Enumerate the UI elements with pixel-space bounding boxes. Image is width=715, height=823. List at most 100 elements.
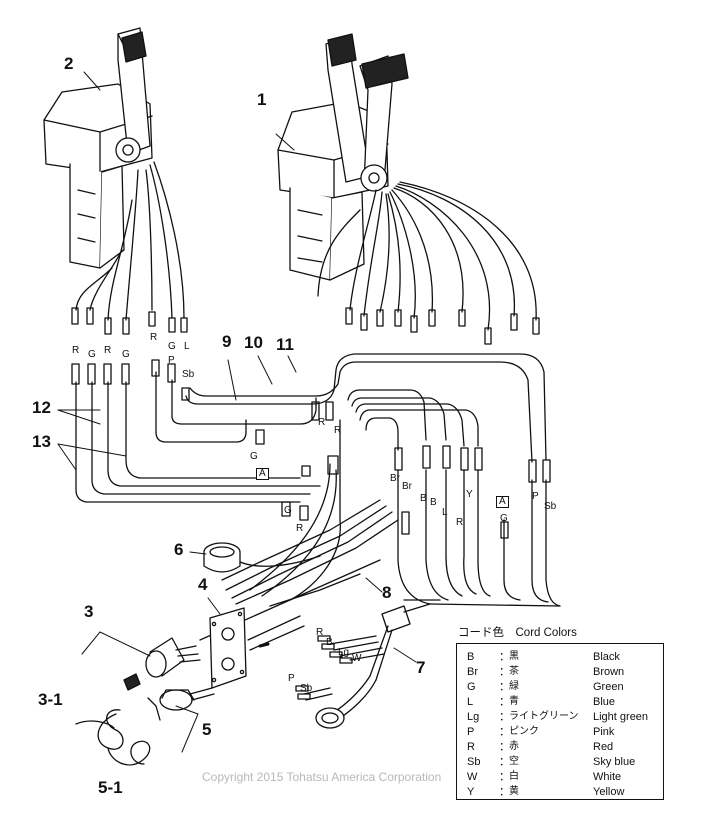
wire-label: B (430, 497, 437, 508)
wire-label: B (420, 493, 427, 504)
wire-label: Lg (338, 647, 350, 658)
legend-english: Red (593, 741, 614, 753)
legend-code: Y (467, 786, 475, 798)
remote-control-dual-lever (277, 33, 409, 281)
legend-code: Lg (467, 711, 480, 723)
legend-japanese: 黒 (509, 651, 519, 662)
callout-10: 10 (244, 333, 263, 352)
legend-english: Yellow (593, 786, 625, 798)
legend-colon: ： (499, 786, 510, 798)
legend-code: B (467, 651, 475, 663)
wire-label: R (296, 523, 304, 534)
legend-colon: ： (499, 741, 510, 753)
legend-row: R ： 赤 Red (457, 740, 663, 754)
wire-label: G (500, 513, 508, 524)
wire-label: Sb (544, 501, 557, 512)
legend-english: Brown (593, 666, 625, 678)
callout-9: 9 (222, 332, 232, 351)
wire-label: B (326, 637, 333, 648)
harness-bundle (75, 353, 547, 641)
leader-lines (57, 71, 417, 753)
legend-japanese: 黄 (509, 786, 519, 797)
legend-row: Sb ： 空 Sky blue (457, 755, 663, 769)
copyright-watermark: Copyright 2015 Tohatsu America Corporati… (202, 770, 442, 784)
callout-7: 7 (416, 658, 426, 677)
legend-colon: ： (499, 771, 510, 783)
connector-a-label: A (496, 496, 509, 508)
wire-label: R (104, 345, 112, 356)
legend-colon: ： (499, 756, 510, 768)
callout-1: 1 (257, 90, 267, 109)
legend-code: P (467, 726, 475, 738)
wire-label: G (250, 451, 258, 462)
legend-row: Lg ： ライトグリーン Light green (457, 710, 663, 724)
callout-6: 6 (174, 540, 184, 559)
wire-label: Br (402, 481, 412, 492)
legend-row: G ： 緑 Green (457, 680, 663, 694)
wire-label: R (72, 345, 80, 356)
callout-4: 4 (198, 575, 208, 594)
legend-japanese: 空 (509, 756, 519, 767)
legend-colon: ： (499, 681, 510, 693)
legend-colon: ： (499, 696, 510, 708)
cord-color-legend: B ： 黒 Black Br ： 茶 Brown G ： 緑 Green L ：… (456, 643, 664, 800)
legend-code: R (467, 741, 475, 753)
callout-5-1: 5-1 (98, 778, 123, 797)
switch-panel (209, 607, 305, 689)
callout-12: 12 (32, 398, 51, 417)
legend-english: Green (593, 681, 624, 693)
legend-japanese: 赤 (509, 741, 519, 752)
key-switch (123, 637, 201, 691)
legend-colon: ： (499, 711, 510, 723)
wire-label: R (334, 425, 342, 436)
wire-label: P (168, 355, 175, 366)
legend-row: Y ： 黄 Yellow (457, 785, 663, 799)
legend-japanese: 茶 (509, 666, 519, 677)
remote-2-leads (71, 161, 188, 335)
legend-japanese: 緑 (509, 681, 519, 692)
legend-code: W (467, 771, 478, 783)
wire-label: Sb (300, 683, 313, 694)
wire-label: Br (390, 473, 400, 484)
legend-english: Light green (593, 711, 649, 723)
connectors (71, 359, 339, 521)
legend-english: Pink (593, 726, 615, 738)
legend-japanese: ライトグリーン (509, 711, 579, 722)
callout-5: 5 (202, 720, 212, 739)
callout-3-1: 3-1 (38, 690, 63, 709)
wire-label: G (284, 505, 292, 516)
callout-13: 13 (32, 432, 51, 451)
wire-label: R (456, 517, 464, 528)
wire-label: Y (466, 489, 473, 500)
stop-switch (75, 687, 215, 766)
wire-label: L (184, 341, 190, 352)
wire-label: R (316, 627, 324, 638)
buzzer (203, 542, 321, 573)
wire-label: P (288, 673, 295, 684)
legend-code: L (467, 696, 474, 708)
legend-row: Br ： 茶 Brown (457, 665, 663, 679)
legend-english: White (593, 771, 622, 783)
wire-label: G (122, 349, 130, 360)
legend-japanese: ピンク (509, 726, 539, 737)
connector-a-label: A (256, 468, 269, 480)
wire-label: R (318, 417, 326, 428)
main-connector (295, 603, 431, 729)
wire-label: R (150, 332, 158, 343)
legend-code: Sb (467, 756, 481, 768)
legend-english: Black (593, 651, 620, 663)
remote-1-leads (317, 181, 540, 345)
legend-colon: ： (499, 666, 510, 678)
wire-label: W (352, 653, 362, 664)
legend-english: Blue (593, 696, 616, 708)
wire-label: G (88, 349, 96, 360)
legend-row: B ： 黒 Black (457, 650, 663, 664)
legend-row: L ： 青 Blue (457, 695, 663, 709)
legend-row: W ： 白 White (457, 770, 663, 784)
legend-japanese: 青 (509, 696, 519, 707)
legend-code: Br (467, 666, 478, 678)
legend-colon: ： (499, 726, 510, 738)
legend-code: G (467, 681, 476, 693)
legend-english: Sky blue (593, 756, 636, 768)
